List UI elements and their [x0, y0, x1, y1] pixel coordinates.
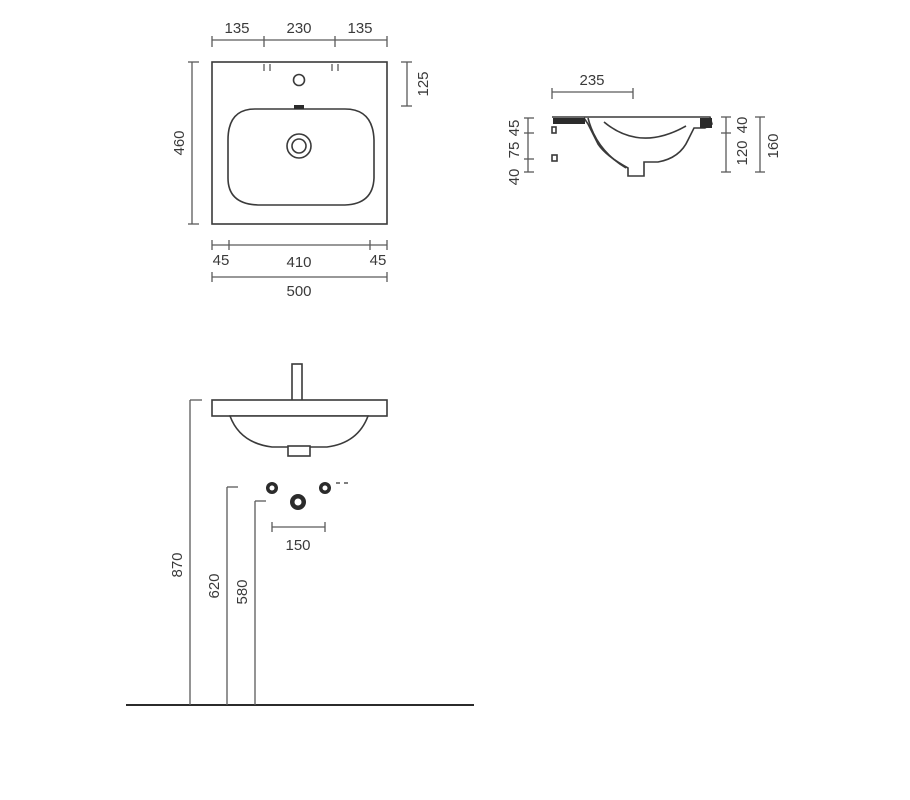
- dim-rim-height: 870: [169, 552, 186, 577]
- basin-bowl-front: [228, 415, 370, 448]
- dim-tap-offset: 125: [415, 71, 432, 96]
- dim-depth: 460: [171, 130, 188, 155]
- basin-outline-top: [211, 61, 388, 225]
- dim-top-center: 230: [286, 20, 311, 37]
- dim-bowl-depth: 235: [579, 72, 604, 89]
- dim-top-right: 135: [347, 20, 372, 37]
- dim-overall-height: 160: [765, 133, 782, 158]
- front-view: 150 870 620 580: [126, 363, 474, 706]
- dim-right-bottom: 120: [734, 140, 751, 165]
- drain-outer: [286, 133, 312, 159]
- waste-outlet: [287, 445, 311, 457]
- dim-right-top: 40: [734, 117, 751, 134]
- drain-inner: [291, 138, 307, 154]
- top-view: 135 230 135 460 125 45 410 45 500: [171, 20, 432, 300]
- tap-hole: [292, 73, 306, 87]
- dim-top-left: 135: [224, 20, 249, 37]
- dim-bottom-left: 45: [213, 252, 230, 269]
- bowl-outline-top: [227, 108, 375, 206]
- overflow-slot: [294, 105, 304, 109]
- back-section: [553, 118, 585, 124]
- dim-supply-height: 620: [206, 573, 223, 598]
- basin-rim-front: [211, 399, 388, 417]
- dim-waste-height: 580: [234, 579, 251, 604]
- dim-left-bottom: 40: [506, 169, 523, 186]
- dim-supply-spacing: 150: [285, 537, 310, 554]
- faucet: [291, 363, 303, 402]
- rim-section: [700, 118, 712, 128]
- dim-overall-width: 500: [286, 283, 311, 300]
- dim-bottom-right: 45: [370, 252, 387, 269]
- dim-bottom-center: 410: [286, 254, 311, 271]
- dim-left-middle: 75: [506, 142, 523, 159]
- side-view: 235 45 75 40 40 120 160: [506, 72, 782, 185]
- dim-left-top: 45: [506, 120, 523, 137]
